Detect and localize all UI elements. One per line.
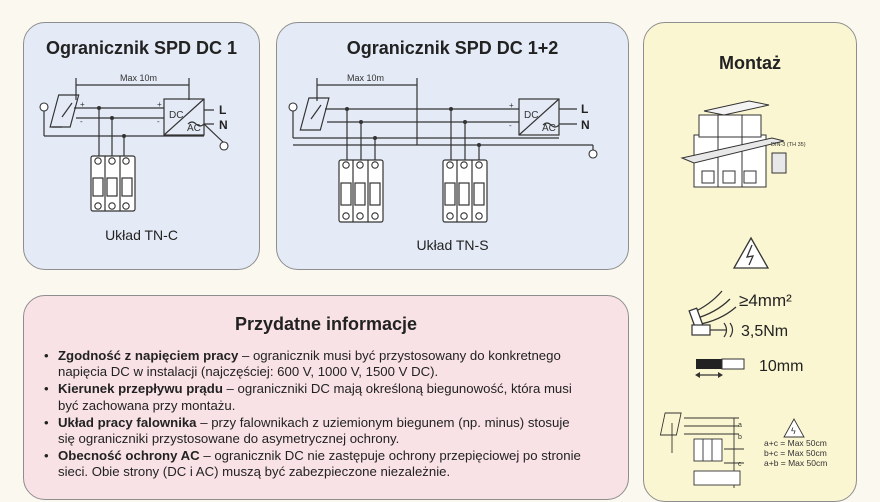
spd-dc12-card: Ogranicznik SPD DC 1+2	[276, 22, 629, 270]
phase-n-label: N	[219, 118, 228, 132]
warning-icon	[732, 236, 770, 269]
distance-rule: a+b = Max 50cm	[764, 458, 828, 468]
spd-device-icon	[703, 100, 770, 116]
inverter-dc-label: DC	[169, 110, 183, 121]
distance-label: Max 10m	[120, 73, 157, 83]
inverter-ac-label: AC	[187, 123, 201, 134]
distance-rules: a+c = Max 50cm b+c = Max 50cm a+b = Max …	[764, 438, 827, 468]
phase-n-label: N	[581, 118, 590, 132]
spd-dc12-diagram: Max 10m + - DC AC L N	[288, 73, 598, 223]
inverter-ac-label: AC	[542, 123, 556, 134]
svg-text:c: c	[738, 461, 742, 468]
info-item: •Obecność ochrony AC – ogranicznik DC ni…	[44, 448, 581, 480]
info-item: •Kierunek przepływu prądu – ograniczniki…	[44, 381, 572, 413]
montaz-title: Montaż	[719, 53, 781, 73]
montaz-illustration: DIN-3 (TH 35)	[659, 100, 806, 488]
inverter-icon	[163, 98, 205, 136]
svg-text:ϟ: ϟ	[791, 426, 796, 436]
spd-dc1-title: Ogranicznik SPD DC 1	[45, 38, 238, 58]
svg-text:a: a	[738, 422, 742, 429]
spd-dc12-caption: Układ TN-S	[416, 237, 489, 253]
svg-text:+: +	[80, 100, 85, 109]
pv-panel-icon	[299, 97, 330, 131]
info-item: •Zgodność z napięciem pracy – ograniczni…	[44, 348, 561, 380]
phase-l-label: L	[581, 102, 588, 116]
ground-symbol-icon	[39, 102, 49, 112]
strip-length-spec: 10mm	[759, 358, 804, 375]
ground-symbol-icon	[588, 149, 598, 159]
phase-l-label: L	[219, 103, 226, 117]
svg-text:+: +	[157, 100, 162, 109]
spd-dc12-title: Ogranicznik SPD DC 1+2	[346, 38, 559, 58]
svg-text:-: -	[80, 117, 83, 126]
info-title: Przydatne informacje	[234, 314, 418, 334]
distance-rule: a+c = Max 50cm	[764, 438, 827, 448]
spd-dc1-card: Ogranicznik SPD DC 1	[23, 22, 260, 270]
ground-symbol-icon	[288, 102, 298, 112]
screwdriver-icon	[691, 322, 734, 338]
info-card: Przydatne informacje •Zgodność z napięci…	[23, 295, 629, 500]
cable-icon	[688, 290, 737, 329]
svg-text:b: b	[738, 434, 742, 441]
distance-rule: b+c = Max 50cm	[764, 448, 827, 458]
spd-dc1-diagram: Max 10m + - + - DC AC L N	[39, 73, 229, 212]
info-item: •Układ pracy falownika – przy falownikac…	[44, 414, 570, 447]
montaz-card: Montaż DIN-3 (TH 35)	[643, 22, 857, 502]
info-list: •Zgodność z napięciem pracy – ograniczni…	[44, 348, 584, 482]
svg-text:-: -	[509, 121, 512, 130]
rail-label: DIN-3 (TH 35)	[771, 142, 806, 148]
din-rail-icon	[680, 137, 785, 164]
svg-text:-: -	[157, 117, 160, 126]
distance-label: Max 10m	[347, 73, 384, 83]
stripped-wire-icon	[695, 358, 745, 378]
cable-spec: ≥4mm²	[739, 291, 792, 310]
inverter-icon	[518, 98, 560, 136]
spd-dc1-caption: Układ TN-C	[105, 227, 178, 243]
torque-spec: 3,5Nm	[741, 323, 789, 340]
inverter-dc-label: DC	[524, 110, 538, 121]
pv-panel-icon	[49, 94, 80, 128]
ground-symbol-icon	[219, 141, 229, 151]
svg-text:+: +	[509, 101, 514, 110]
